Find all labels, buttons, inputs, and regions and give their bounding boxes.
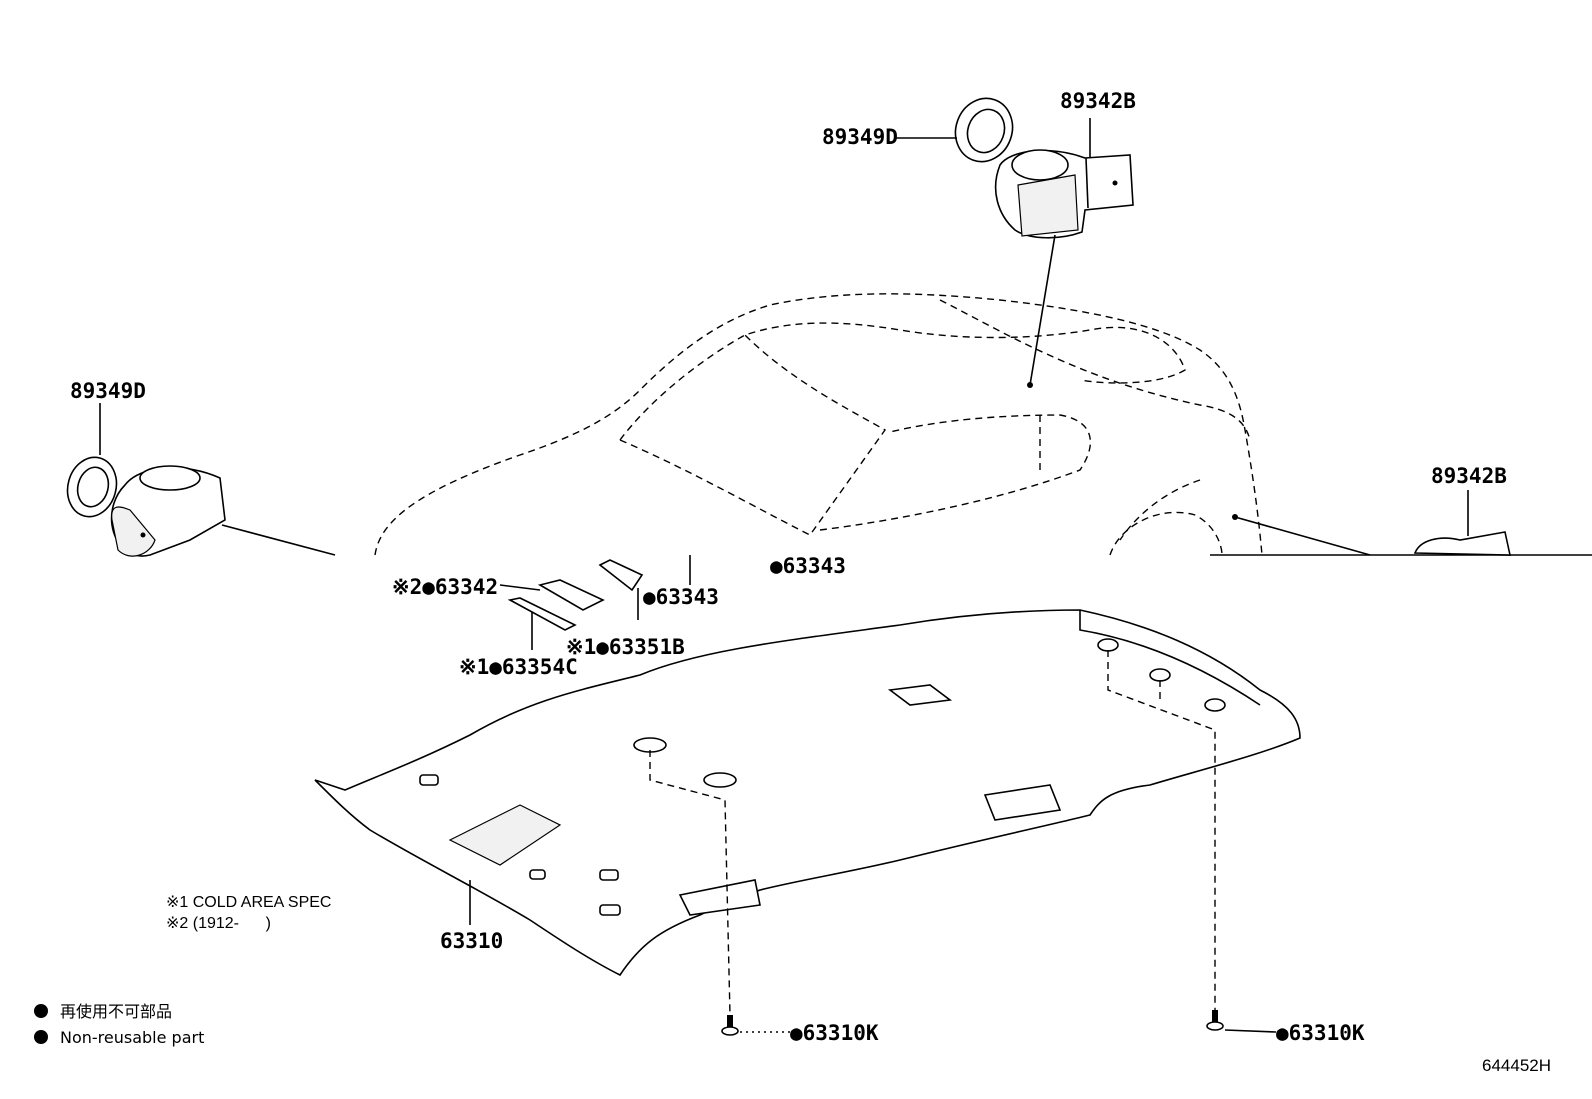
label-89349d-top: 89349D — [822, 125, 898, 149]
figure-id: 644452H — [1482, 1056, 1551, 1075]
pad-63343 — [598, 555, 691, 620]
note-cold-area-spec: ※1 COLD AREA SPEC — [166, 894, 331, 911]
label-63354c: ※1●63354C — [459, 655, 578, 679]
label-63310k-left: ●63310K — [790, 1021, 879, 1045]
legend-english: Non-reusable part — [60, 1028, 204, 1047]
pad-63342 — [499, 579, 605, 611]
ring-89349d-top — [895, 97, 1014, 163]
legend-dot-icon — [34, 1004, 48, 1018]
strip-63354c — [507, 597, 577, 650]
label-63310k-right: ●63310K — [1276, 1021, 1365, 1045]
label-89342b-top: 89342B — [1060, 89, 1136, 113]
headliner-63310 — [314, 609, 1301, 1016]
clip-63310k-right — [1206, 1010, 1277, 1033]
label-63342: ※2●63342 — [392, 575, 498, 599]
note-date-range: ※2 (1912- ) — [166, 915, 271, 932]
label-89349d-left: 89349D — [70, 379, 146, 403]
vehicle-outline — [374, 293, 1592, 556]
sensor-89342b-left — [110, 465, 336, 557]
legend-japanese: 再使用不可部品 — [60, 1002, 172, 1021]
sensor-89342b-right — [1232, 490, 1511, 556]
label-63343-a: ●63343 — [643, 585, 719, 609]
label-63351b: ※1●63351B — [566, 635, 685, 659]
legend-dot-icon — [34, 1030, 48, 1044]
label-63343-b: ●63343 — [770, 554, 846, 578]
ring-89349d-left — [66, 403, 118, 518]
clip-63310k-left — [721, 1015, 790, 1036]
label-63310: 63310 — [440, 929, 503, 953]
sensor-89342b-top — [994, 118, 1134, 388]
label-89342b-right: 89342B — [1431, 464, 1507, 488]
